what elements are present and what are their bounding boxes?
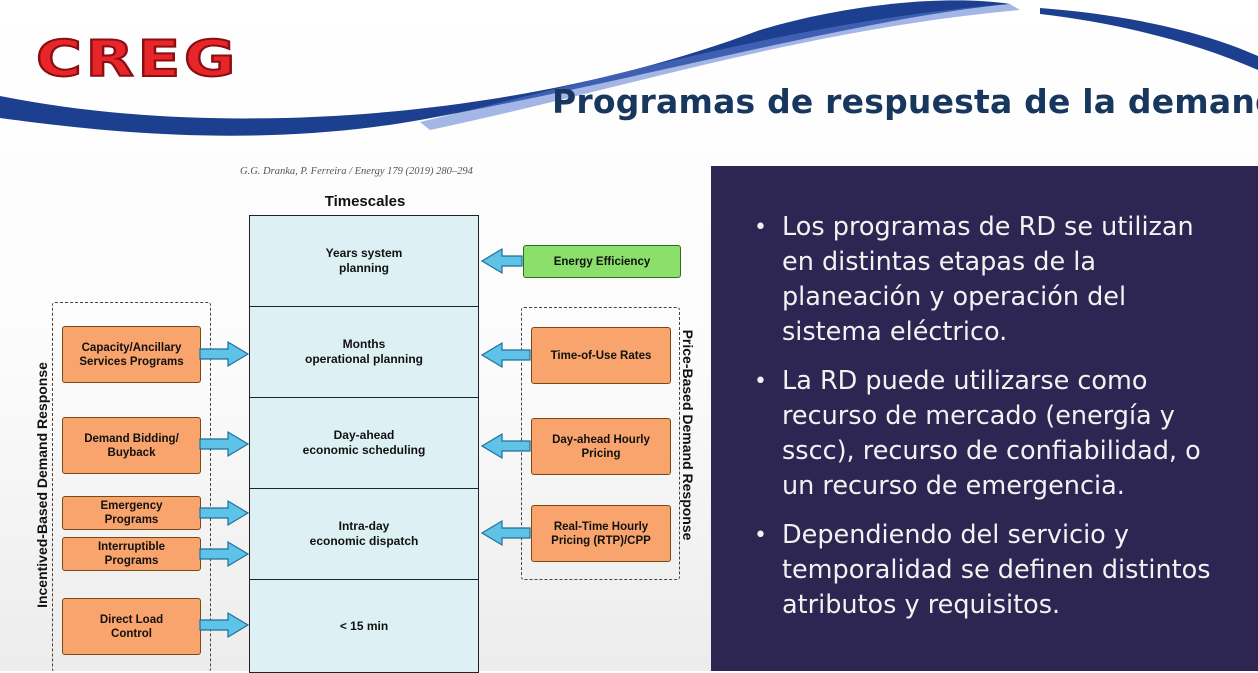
bullet-dot-icon: • xyxy=(754,523,767,548)
bullet-panel xyxy=(711,166,1258,671)
bullet-dot-icon: • xyxy=(754,369,767,394)
program-direct-load-control: Direct Load Control xyxy=(62,598,201,655)
timescales-heading: Timescales xyxy=(324,193,406,210)
program-real-time-pricing: Real-Time Hourly Pricing (RTP)/CPP xyxy=(531,505,671,562)
header-swoosh xyxy=(0,0,1258,136)
arrow-bidding-to-day-ahead xyxy=(199,430,250,458)
timescale-under-15-min: < 15 min xyxy=(249,579,479,673)
timescale-intra-day: Intra-day economic dispatch xyxy=(249,488,479,579)
timescale-years: Years system planning xyxy=(249,215,479,306)
figure-citation: G.G. Dranka, P. Ferreira / Energy 179 (2… xyxy=(240,166,473,177)
program-emergency: Emergency Programs xyxy=(62,496,201,530)
bullet-dot-icon: • xyxy=(754,215,767,240)
bullet-item: •Dependiendo del servicio y temporalidad… xyxy=(754,520,1211,620)
slide-title: Programas de respuesta de la demanda xyxy=(552,82,1258,121)
timescale-day-ahead: Day-ahead economic scheduling xyxy=(249,397,479,488)
arrow-day-ahead-pricing-to-day-ahead xyxy=(480,432,531,460)
bullet-item: •La RD puede utilizarse como recurso de … xyxy=(754,366,1201,501)
timescale-column: Years system planning Months operational… xyxy=(249,215,479,673)
arrow-emergency-to-intra-day xyxy=(199,499,250,527)
bullet-list: •Los programas de RD se utilizan en dist… xyxy=(752,210,1232,637)
arrow-capacity-to-months xyxy=(199,340,250,368)
arrow-rtp-to-intra-day xyxy=(480,519,531,547)
program-energy-efficiency: Energy Efficiency xyxy=(523,245,681,278)
bullet-item: •Los programas de RD se utilizan en dist… xyxy=(754,212,1194,347)
arrow-tou-to-months xyxy=(480,341,531,369)
arrow-efficiency-to-years xyxy=(480,247,523,275)
arrow-direct-load-to-15min xyxy=(199,611,250,639)
creg-logo: CREG xyxy=(35,29,239,89)
program-day-ahead-pricing: Day-ahead Hourly Pricing xyxy=(531,418,671,475)
arrow-interruptible-to-intra-day xyxy=(199,540,250,568)
program-interruptible: Interruptible Programs xyxy=(62,537,201,571)
timescale-months: Months operational planning xyxy=(249,306,479,397)
program-capacity-ancillary: Capacity/Ancillary Services Programs xyxy=(62,326,201,383)
program-time-of-use: Time-of-Use Rates xyxy=(531,327,671,384)
incentive-group-border xyxy=(52,302,211,672)
